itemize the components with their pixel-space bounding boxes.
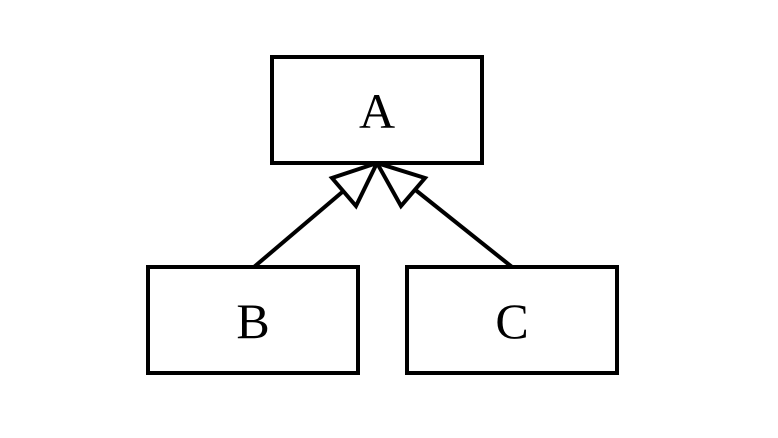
node-a-label: A [359,83,395,139]
edge-b-to-a-line [252,186,349,269]
edge-b-to-a [252,159,381,269]
node-c-box [405,265,619,375]
edge-b-to-a-arrowhead [328,159,381,210]
node-a: A [270,55,484,165]
edge-c-to-a-line [411,186,514,269]
node-b-box [146,265,360,375]
node-b-label: B [236,293,269,349]
edge-c-to-a-arrowhead [372,159,429,210]
node-c-label: C [495,293,528,349]
edge-c-to-a [372,159,514,269]
node-a-box [270,55,484,165]
node-c: C [405,265,619,375]
node-b: B [146,265,360,375]
